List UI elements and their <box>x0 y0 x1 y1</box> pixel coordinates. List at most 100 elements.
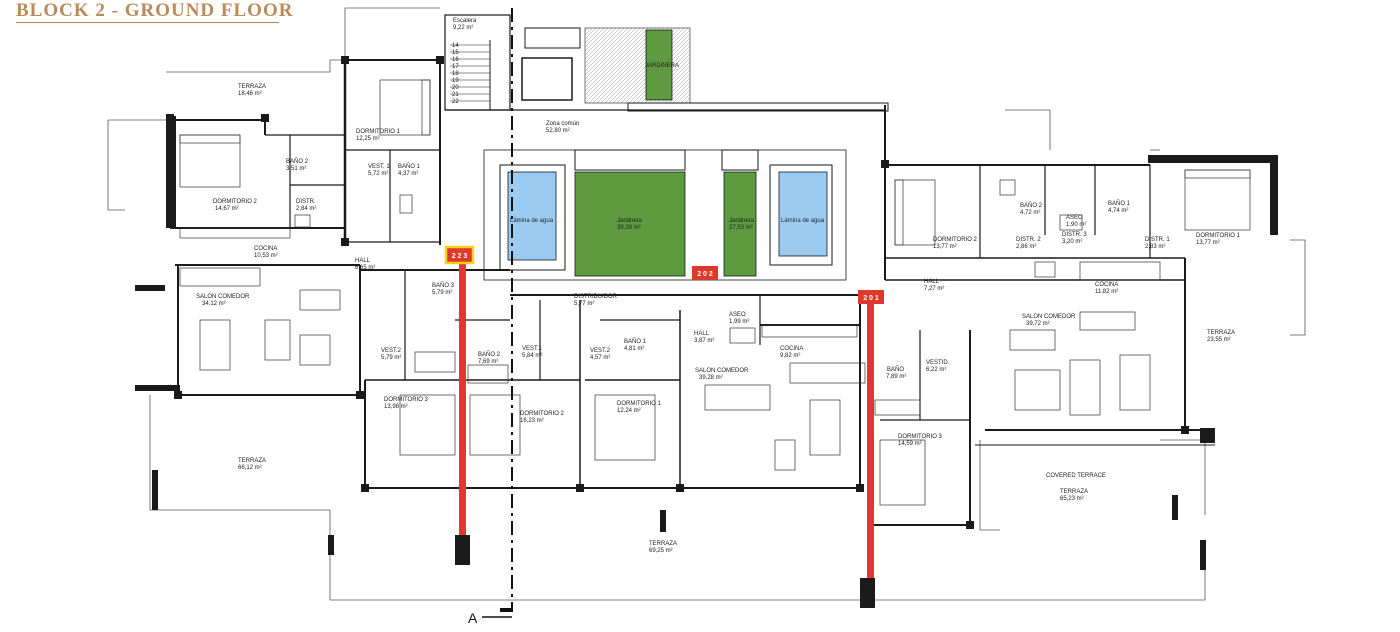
unit-badge-223: 2 2 3 <box>444 245 475 265</box>
svg-text:12,24 m²: 12,24 m² <box>617 408 641 414</box>
svg-text:BAÑO 2: BAÑO 2 <box>286 158 309 165</box>
svg-text:BAÑO 1: BAÑO 1 <box>1108 200 1131 207</box>
svg-text:21: 21 <box>452 92 459 98</box>
svg-text:4,74 m²: 4,74 m² <box>1108 208 1128 214</box>
svg-text:3,51 m²: 3,51 m² <box>286 166 306 172</box>
svg-text:Lámina de agua: Lámina de agua <box>781 218 825 224</box>
svg-text:TERRAZA: TERRAZA <box>238 84 266 90</box>
svg-text:14: 14 <box>452 43 459 49</box>
svg-text:TERRAZA: TERRAZA <box>238 458 266 464</box>
svg-text:BAÑO 1: BAÑO 1 <box>398 163 421 170</box>
svg-text:VEST.1: VEST.1 <box>522 346 543 352</box>
svg-text:12,25 m²: 12,25 m² <box>356 136 380 142</box>
svg-text:COCINA: COCINA <box>254 246 277 252</box>
svg-text:5,72 m²: 5,72 m² <box>368 171 388 177</box>
section-line-223 <box>459 262 466 552</box>
svg-text:DISTR.: DISTR. <box>296 199 316 205</box>
svg-text:2,83 m²: 2,83 m² <box>1145 244 1165 250</box>
east-unit-walls <box>869 110 1278 526</box>
garden-top <box>645 29 673 101</box>
svg-text:Zona común: Zona común <box>546 121 579 127</box>
svg-text:22: 22 <box>452 99 459 105</box>
svg-text:BAÑO: BAÑO <box>887 366 904 373</box>
svg-text:DORMITORIO 2: DORMITORIO 2 <box>213 199 258 205</box>
svg-text:7,27 m²: 7,27 m² <box>924 286 944 292</box>
svg-text:18: 18 <box>452 71 459 77</box>
svg-text:2,86 m²: 2,86 m² <box>1016 244 1036 250</box>
svg-text:ASEO: ASEO <box>1066 215 1083 221</box>
svg-text:4,57 m²: 4,57 m² <box>590 355 610 361</box>
svg-text:13,77 m²: 13,77 m² <box>1196 240 1220 246</box>
svg-text:6,65 m²: 6,65 m² <box>355 265 375 271</box>
svg-text:20: 20 <box>452 85 459 91</box>
svg-text:15: 15 <box>452 50 459 56</box>
section-end-223 <box>455 535 470 565</box>
pillars <box>152 56 1206 570</box>
svg-text:16,23 m²: 16,23 m² <box>520 418 544 424</box>
svg-text:COVERED TERRACE: COVERED TERRACE <box>1046 473 1106 479</box>
svg-text:23,55 m²: 23,55 m² <box>1207 337 1231 343</box>
svg-text:17: 17 <box>452 64 459 70</box>
svg-text:65,23 m²: 65,23 m² <box>1060 496 1084 502</box>
svg-text:11,82 m²: 11,82 m² <box>1095 289 1118 295</box>
svg-text:7,89 m²: 7,89 m² <box>886 374 906 380</box>
room-labels: Escalera 9,22 m² TERRAZA 18,46 m² DORMIT… <box>196 18 1241 554</box>
svg-text:DORMITORIO 1: DORMITORIO 1 <box>617 401 662 407</box>
svg-text:SALON COMEDOR: SALON COMEDOR <box>196 294 250 300</box>
svg-text:Jardinera: Jardinera <box>729 218 755 224</box>
room-area: 9,22 m² <box>453 25 473 31</box>
unit-badge-201: 2 0 1 <box>858 290 884 304</box>
svg-text:19: 19 <box>452 78 459 84</box>
svg-text:6,22 m²: 6,22 m² <box>926 367 946 373</box>
svg-text:DORMITORIO 3: DORMITORIO 3 <box>898 434 943 440</box>
terrace-outlines <box>107 7 1306 601</box>
svg-text:BAÑO 1: BAÑO 1 <box>624 338 647 345</box>
svg-text:2 0 1: 2 0 1 <box>863 295 879 302</box>
garden-large <box>574 171 686 277</box>
room-name: Escalera <box>453 18 477 24</box>
svg-text:39,39 m²: 39,39 m² <box>617 225 641 231</box>
svg-text:13,77 m²: 13,77 m² <box>933 244 957 250</box>
title-underline <box>16 22 279 23</box>
svg-text:VEST.2: VEST.2 <box>590 348 611 354</box>
svg-text:4,37 m²: 4,37 m² <box>398 171 418 177</box>
svg-text:DISTR. 2: DISTR. 2 <box>1016 237 1041 243</box>
svg-text:5,79 m²: 5,79 m² <box>381 355 401 361</box>
section-line-201 <box>867 300 874 600</box>
svg-text:16: 16 <box>452 57 459 63</box>
svg-text:DORMITORIO 1: DORMITORIO 1 <box>356 129 401 135</box>
water-feature-west <box>507 171 557 261</box>
svg-text:VEST.2: VEST.2 <box>381 348 402 354</box>
svg-text:Lámina de agua: Lámina de agua <box>510 218 554 224</box>
stair-numbers: 14 15 16 17 18 19 20 21 22 <box>452 43 459 105</box>
svg-text:TERRAZA: TERRAZA <box>1207 330 1235 336</box>
section-marker-a: A <box>468 608 512 626</box>
svg-text:5,79 m²: 5,79 m² <box>432 290 452 296</box>
svg-text:DISTRIBUIDOR: DISTRIBUIDOR <box>574 294 618 300</box>
svg-text:DISTR. 1: DISTR. 1 <box>1145 237 1170 243</box>
svg-text:HALL: HALL <box>924 279 940 285</box>
svg-text:HALL: HALL <box>355 258 371 264</box>
svg-text:SALON COMEDOR: SALON COMEDOR <box>1022 314 1076 320</box>
furniture <box>179 79 1251 506</box>
svg-text:14,59 m²: 14,59 m² <box>898 441 922 447</box>
svg-text:39,28 m²: 39,28 m² <box>699 375 723 381</box>
svg-text:14,67 m²: 14,67 m² <box>215 206 239 212</box>
svg-text:4,72 m²: 4,72 m² <box>1020 210 1040 216</box>
water-feature-east <box>778 171 828 257</box>
garden-small <box>723 171 757 277</box>
svg-text:SALON COMEDOR: SALON COMEDOR <box>695 368 749 374</box>
svg-text:13,98 m²: 13,98 m² <box>384 404 408 410</box>
svg-text:2 2 3: 2 2 3 <box>452 253 468 260</box>
section-end-201 <box>860 578 875 608</box>
svg-text:DISTR. 3: DISTR. 3 <box>1062 232 1087 238</box>
svg-text:5,84 m²: 5,84 m² <box>522 353 542 359</box>
svg-text:DORMITORIO 1: DORMITORIO 1 <box>1196 233 1241 239</box>
svg-text:DORMITORIO 2: DORMITORIO 2 <box>933 237 978 243</box>
svg-text:COCINA: COCINA <box>1095 282 1118 288</box>
unit-badge-202: 2 0 2 <box>692 266 718 280</box>
svg-text:Jardinera: Jardinera <box>617 218 643 224</box>
svg-text:9,82 m²: 9,82 m² <box>780 353 800 359</box>
svg-text:DORMITORIO 2: DORMITORIO 2 <box>520 411 565 417</box>
